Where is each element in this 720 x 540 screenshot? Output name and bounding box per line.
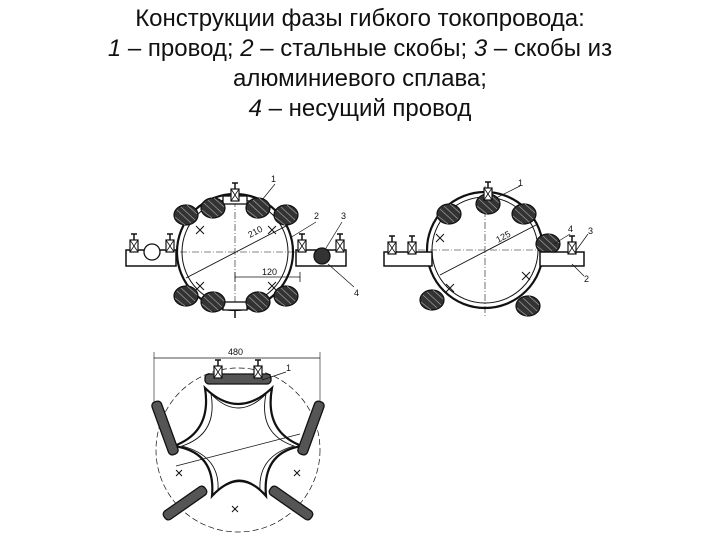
fig-a-wire-7	[200, 291, 226, 313]
fig-a-bolt-r1	[297, 233, 307, 253]
title-line-3: алюминиевого сплава;	[233, 65, 487, 92]
fig-a-label-1: 1	[271, 174, 276, 184]
fig-b-ring-marks	[435, 233, 531, 293]
fig-c-wire-left	[151, 400, 179, 456]
fig-a-bottom-clamp	[222, 301, 248, 311]
fig-a-wire-8	[245, 291, 271, 313]
fig-c-label-1: 1	[286, 363, 291, 373]
fig-a-carrier-wire	[313, 247, 331, 265]
legend-num-1: 1	[107, 35, 122, 62]
fig-c-wire-bottom-left	[162, 485, 208, 521]
fig-a-bolt-r2	[335, 233, 345, 253]
legend-num-4: 4	[248, 95, 262, 122]
title-line-4: 4 – несущий провод	[0, 94, 720, 124]
fig-b-label-2: 2	[584, 274, 589, 284]
fig-b-dim-diameter: 125	[494, 229, 512, 245]
fig-b-wire-6	[535, 233, 561, 255]
fig-b-wire-5	[515, 295, 541, 317]
fig-b-wire-2	[436, 203, 462, 225]
fig-c-dim-width: 480	[228, 347, 243, 357]
legend-text-4: – несущий провод	[261, 95, 472, 122]
fig-a-wire-4	[273, 204, 299, 226]
fig-a-wire-1	[200, 197, 226, 219]
title-line-1: Конструкции фазы гибкого токопровода:	[135, 5, 585, 32]
fig-a-wire-6	[273, 285, 299, 307]
fig-a-label-4: 4	[354, 288, 359, 298]
fig-b-right-spacer	[539, 251, 585, 267]
fig-a-label-2: 2	[314, 211, 319, 221]
fig-b-top-bolt	[483, 181, 493, 201]
fig-b-wire-4	[419, 289, 445, 311]
fig-b-bolt-r1	[567, 235, 577, 255]
fig-c-wire-right	[297, 400, 325, 456]
fig-a-wire-3	[173, 204, 199, 226]
fig-c-marks	[175, 469, 301, 513]
fig-b-bolt-l1	[387, 235, 397, 255]
legend-text-3: – скобы из	[487, 35, 613, 62]
fig-c-bolt-2	[253, 359, 263, 379]
fig-b-label-4: 4	[568, 224, 573, 234]
fig-a-bolt-l2	[165, 233, 175, 253]
fig-c-wire-bottom-right	[268, 485, 314, 521]
fig-b-label-3: 3	[588, 226, 593, 236]
fig-a-bolt-l1	[129, 233, 139, 253]
figure-c: 480 1	[151, 347, 325, 533]
slide-title: Конструкции фазы гибкого токопровода: 1 …	[0, 4, 720, 124]
fig-c-radius-line	[175, 433, 301, 467]
figure-a: 210 120 1	[125, 174, 359, 318]
legend-num-2: 2	[240, 35, 254, 62]
fig-a-dim-width: 120	[262, 267, 277, 277]
fig-a-label-3: 3	[341, 211, 346, 221]
figure-b: 125 1 4 3 2	[383, 178, 593, 317]
legend-num-3: 3	[473, 35, 488, 62]
fig-a-ring-marks	[195, 225, 277, 291]
legend-text-1: – провод;	[121, 35, 241, 62]
fig-a-top-bolt	[230, 182, 240, 202]
fig-c-pitch-circle	[155, 367, 321, 533]
fig-a-diameter-line	[185, 225, 287, 279]
fig-a-left-bracket	[143, 243, 161, 261]
fig-b-label-1: 1	[518, 178, 523, 188]
fig-c-bolt-1	[213, 359, 223, 379]
fig-b-bolt-l2	[407, 235, 417, 255]
title-line-2: 1 – провод; 2 – стальные скобы; 3 – скоб…	[0, 34, 720, 64]
fig-a-wire-5	[173, 285, 199, 307]
fig-b-wire-3	[511, 203, 537, 225]
fig-a-dim-diameter: 210	[246, 224, 264, 240]
fig-b-diameter-line	[439, 224, 537, 276]
fig-a-wire-2	[245, 197, 271, 219]
legend-text-2: – стальные скобы;	[253, 35, 474, 62]
